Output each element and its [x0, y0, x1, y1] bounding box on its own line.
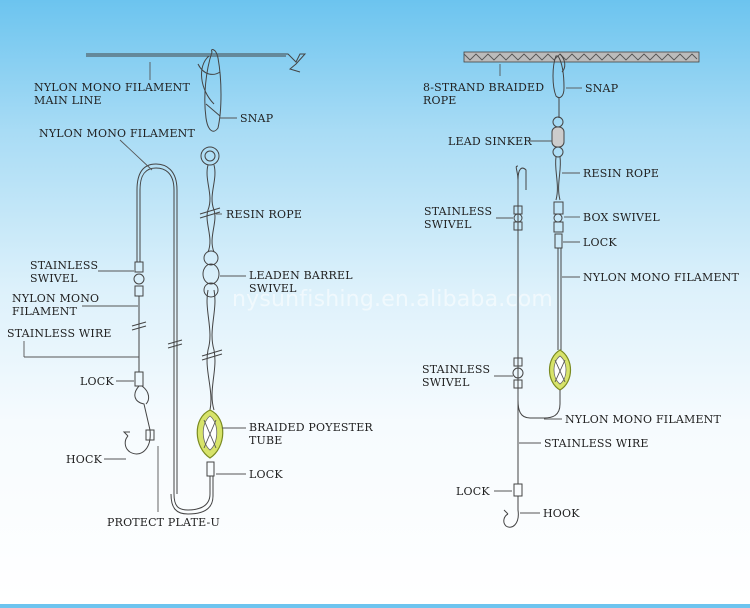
lock-icon [554, 233, 563, 249]
main-line [86, 53, 307, 73]
label-lead-sinker: LEAD SINKER [448, 135, 532, 148]
braided-tube-icon [196, 409, 224, 459]
label-stainless-swivel-bottom-2: SWIVEL [422, 376, 470, 389]
braided-tube-icon [548, 349, 572, 391]
lead-sinker-icon [551, 116, 565, 158]
label-stainless-swivel: STAINLESS [30, 259, 98, 272]
label-nylon-mid: NYLON MONO [12, 292, 99, 305]
hook-icon [503, 496, 519, 528]
resin-rope [555, 156, 558, 201]
label-braided-rope: 8-STRAND BRAIDED [423, 81, 544, 94]
snap-icon [197, 49, 222, 132]
nylon-filament-u [139, 167, 211, 511]
stainless-swivel-icon [133, 261, 145, 297]
label-lock-upper: LOCK [80, 375, 114, 388]
hook-icon [122, 385, 155, 455]
label-stainless-swivel-bottom: STAINLESS [422, 363, 490, 376]
label-stainless-swivel-2: SWIVEL [30, 272, 78, 285]
label-nylon-upper: NYLON MONO FILAMENT [583, 271, 739, 284]
right-diagram: 8-STRAND BRAIDED ROPE SNAP LEAD SINKER R… [422, 51, 739, 528]
ring-icon [200, 146, 220, 166]
label-main-line: NYLON MONO FILAMENT [34, 81, 190, 94]
box-swivel-icon [553, 201, 564, 233]
label-nylon-mid-2: FILAMENT [12, 305, 78, 318]
label-hook: HOOK [543, 507, 580, 520]
label-lock-bottom: LOCK [456, 485, 490, 498]
label-nylon-top: NYLON MONO FILAMENT [39, 127, 195, 140]
lock-icon [134, 371, 144, 387]
label-nylon-lower: NYLON MONO FILAMENT [565, 413, 721, 426]
lock-icon [513, 483, 523, 497]
label-box-swivel: BOX SWIVEL [583, 211, 660, 224]
label-protect-plate: PROTECT PLATE-U [107, 516, 220, 529]
stainless-swivel-icon [513, 205, 523, 231]
label-leaden-barrel: LEADEN BARREL [249, 269, 353, 282]
label-leaden-barrel-2: SWIVEL [249, 282, 297, 295]
label-braided-2: TUBE [249, 434, 283, 447]
label-lock-lower: LOCK [249, 468, 283, 481]
label-snap-right: SNAP [585, 82, 619, 95]
label-snap: SNAP [240, 112, 274, 125]
label-resin-rope-right: RESIN ROPE [583, 167, 659, 180]
watermark: nysunfishing.en.alibaba.com [232, 287, 553, 312]
label-stainless-wire: STAINLESS WIRE [7, 327, 112, 340]
label-main-line-2: MAIN LINE [34, 94, 102, 107]
label-braided-rope-2: ROPE [423, 94, 457, 107]
label-stainless-swivel-top: STAINLESS [424, 205, 492, 218]
label-stainless-swivel-top-2: SWIVEL [424, 218, 472, 231]
resin-rope [199, 164, 223, 411]
label-resin-rope: RESIN ROPE [226, 208, 302, 221]
label-hock: HOCK [66, 453, 103, 466]
label-braided: BRAIDED POYESTER [249, 421, 373, 434]
barrel-swivel-icon [202, 250, 220, 298]
label-lock-top: LOCK [583, 236, 617, 249]
left-diagram: NYLON MONO FILAMENT MAIN LINE SNAP NYLON… [7, 49, 373, 529]
snap-icon [552, 53, 566, 118]
lock-icon [206, 461, 215, 477]
nylon-filament-u [515, 165, 561, 419]
braided-rope [463, 51, 700, 63]
label-stainless-wire-right: STAINLESS WIRE [544, 437, 649, 450]
